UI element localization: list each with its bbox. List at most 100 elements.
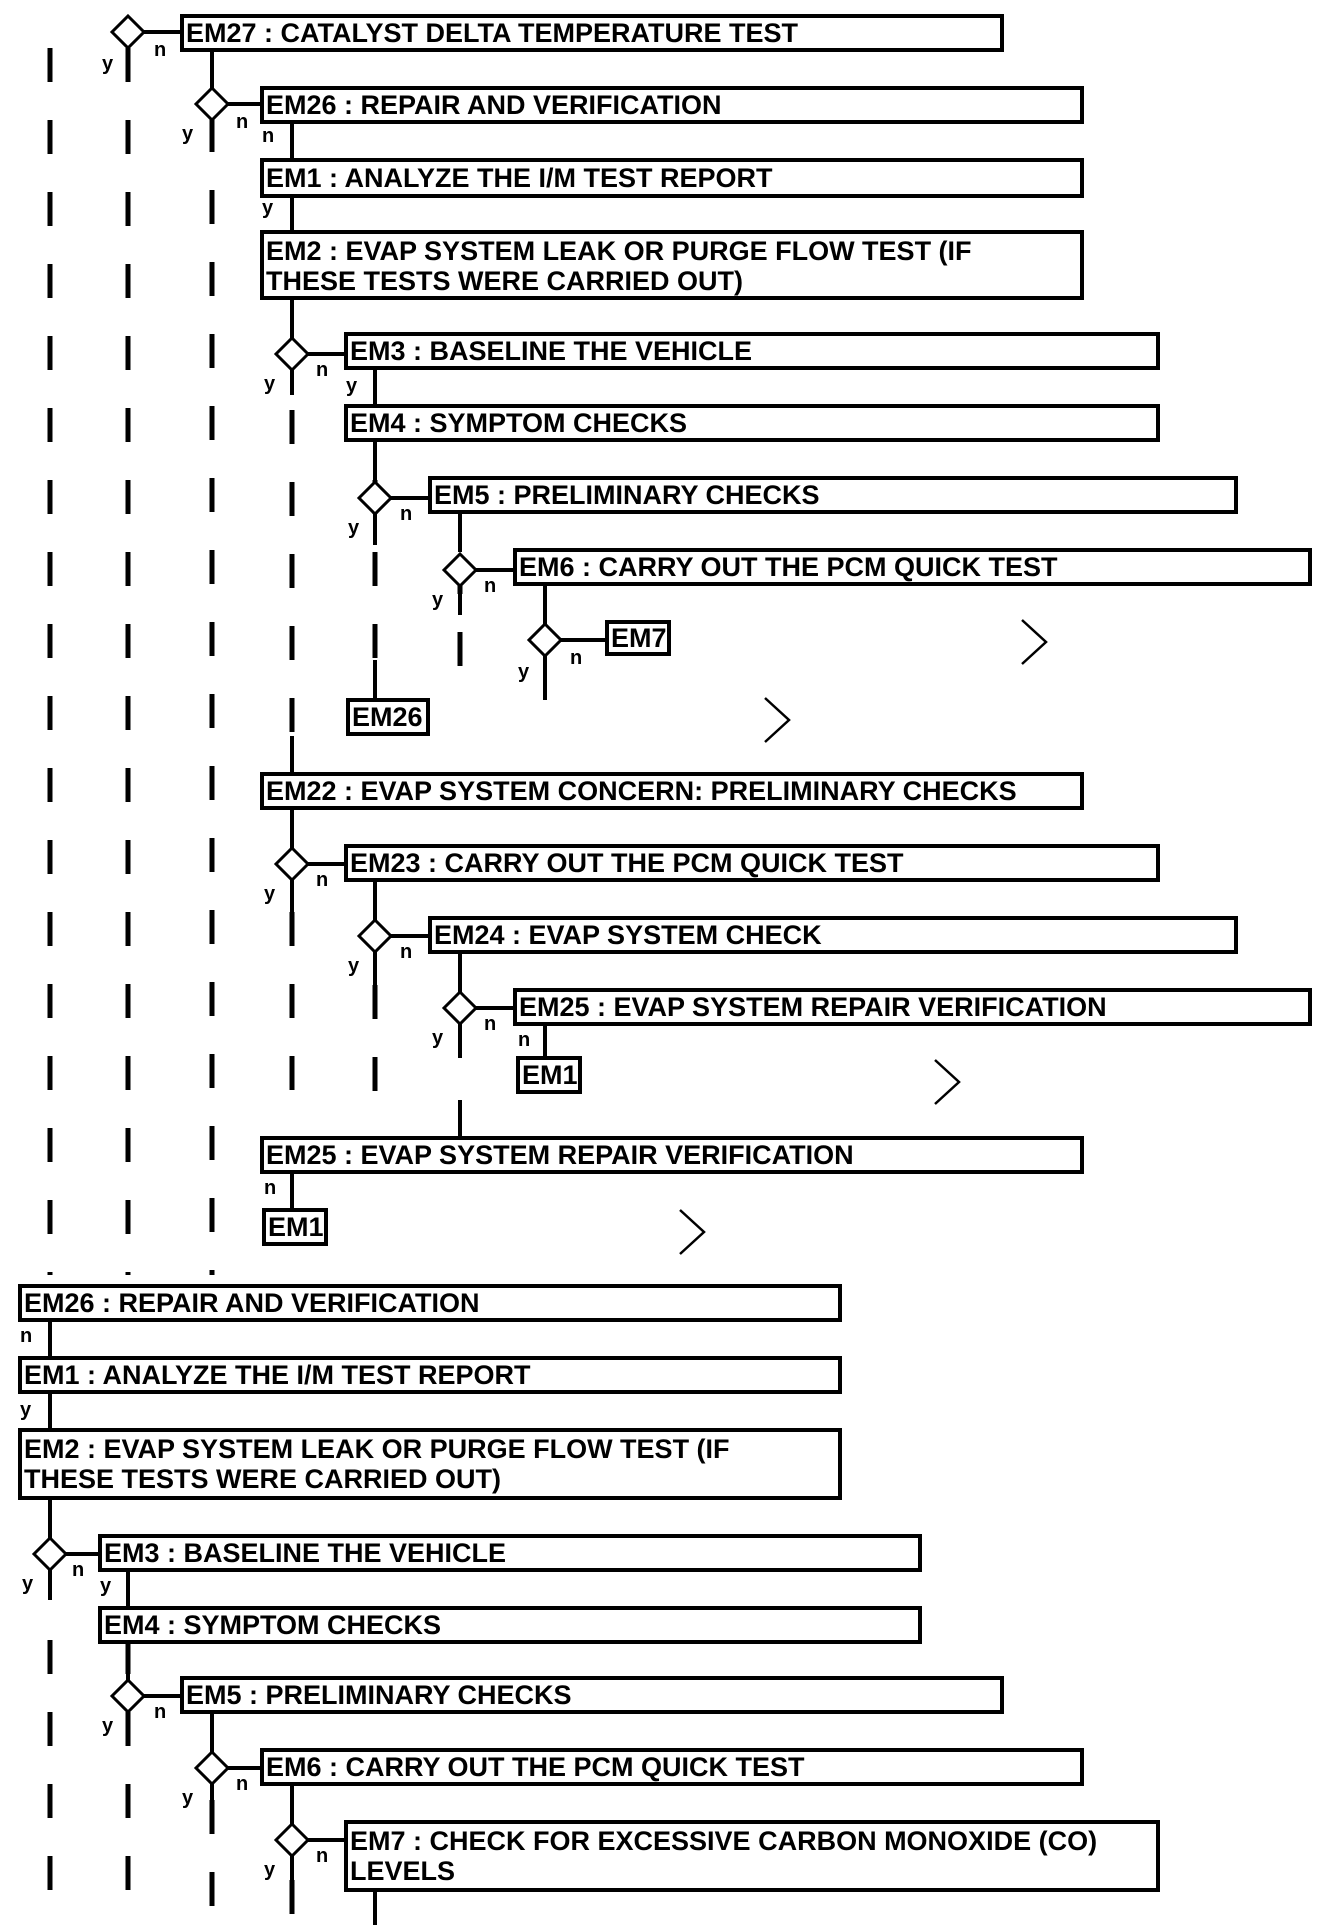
decision-diamond	[526, 621, 564, 659]
ref-em26: EM26	[346, 698, 430, 736]
branch-yes-label: y	[518, 661, 530, 683]
step-em2: EM2 : EVAP SYSTEM LEAK OR PURGE FLOW TES…	[260, 230, 1084, 300]
continuation-markers	[679, 619, 1048, 1255]
step-em3: EM3 : BASELINE THE VEHICLE	[344, 332, 1160, 370]
branch-yes-label: y	[432, 589, 444, 611]
step-em22: EM22 : EVAP SYSTEM CONCERN: PRELIMINARY …	[260, 772, 1084, 810]
branch-no-label: n	[264, 1177, 276, 1199]
decision-diamond	[193, 85, 231, 123]
branch-yes-label: y	[264, 373, 276, 395]
branch-yes-label: y	[102, 1715, 114, 1737]
step-em24: EM24 : EVAP SYSTEM CHECK	[428, 916, 1238, 954]
step-em6: EM6 : CARRY OUT THE PCM QUICK TEST	[513, 548, 1312, 586]
branch-yes-label: y	[182, 123, 194, 145]
branch-no-label: n	[20, 1325, 32, 1347]
chevron-right-icon	[934, 1059, 961, 1105]
decision-diamond	[109, 13, 147, 51]
step-em26: EM26 : REPAIR AND VERIFICATION	[260, 86, 1084, 124]
branch-yes-label: y	[346, 375, 358, 397]
step-label: EM26	[352, 702, 423, 732]
decision-diamond	[193, 1749, 231, 1787]
step-em5: EM5 : PRELIMINARY CHECKS	[428, 476, 1238, 514]
branch-no-label: n	[518, 1029, 530, 1051]
branch-no-label: n	[154, 1701, 166, 1723]
step-em7-second: EM7 : CHECK FOR EXCESSIVE CARBON MONOXID…	[344, 1820, 1160, 1892]
step-label: EM1 : ANALYZE THE I/M TEST REPORT	[24, 1360, 531, 1390]
decision-diamonds	[31, 13, 564, 1859]
step-label: EM7	[611, 623, 667, 653]
branch-yes-label: y	[348, 955, 360, 977]
branch-yes-label: y	[348, 517, 360, 539]
chevron-right-icon	[679, 1209, 706, 1255]
step-label: EM1 : ANALYZE THE I/M TEST REPORT	[266, 163, 773, 193]
step-em3-second: EM3 : BASELINE THE VEHICLE	[98, 1534, 922, 1572]
step-label: EM25 : EVAP SYSTEM REPAIR VERIFICATION	[266, 1140, 854, 1170]
step-label: THESE TESTS WERE CARRIED OUT)	[266, 266, 743, 296]
step-em1: EM1 : ANALYZE THE I/M TEST REPORT	[260, 158, 1084, 198]
step-label: EM5 : PRELIMINARY CHECKS	[434, 480, 820, 510]
branch-no-label: n	[262, 125, 274, 147]
step-em25-second: EM25 : EVAP SYSTEM REPAIR VERIFICATION	[260, 1136, 1084, 1174]
branch-no-label: n	[236, 111, 248, 133]
step-label: EM7 : CHECK FOR EXCESSIVE CARBON MONOXID…	[350, 1826, 1097, 1856]
ref-em1-second: EM1	[262, 1208, 328, 1246]
decision-diamond	[273, 335, 311, 373]
step-label: EM4 : SYMPTOM CHECKS	[350, 408, 687, 438]
step-label: EM23 : CARRY OUT THE PCM QUICK TEST	[350, 848, 904, 878]
decision-diamond	[441, 551, 479, 589]
step-label: EM1	[268, 1212, 324, 1242]
step-label: EM2 : EVAP SYSTEM LEAK OR PURGE FLOW TES…	[266, 236, 972, 266]
branch-yes-label: y	[22, 1573, 34, 1595]
branch-yes-label: y	[264, 1859, 276, 1881]
step-label: EM22 : EVAP SYSTEM CONCERN: PRELIMINARY …	[266, 776, 1017, 806]
decision-diamond	[441, 989, 479, 1027]
chevron-right-icon	[1021, 619, 1048, 665]
step-em25: EM25 : EVAP SYSTEM REPAIR VERIFICATION	[513, 988, 1312, 1026]
decision-diamond	[31, 1535, 69, 1573]
branch-no-label: n	[570, 647, 582, 669]
step-em6-second: EM6 : CARRY OUT THE PCM QUICK TEST	[260, 1748, 1084, 1786]
branch-no-label: n	[400, 941, 412, 963]
decision-diamond	[356, 917, 394, 955]
step-em5-second: EM5 : PRELIMINARY CHECKS	[180, 1676, 1004, 1714]
decision-diamond	[273, 1821, 311, 1859]
branch-no-label: n	[484, 575, 496, 597]
step-label: EM27 : CATALYST DELTA TEMPERATURE TEST	[186, 18, 799, 48]
decision-diamond	[273, 845, 311, 883]
step-label: EM26 : REPAIR AND VERIFICATION	[24, 1288, 480, 1318]
step-em4: EM4 : SYMPTOM CHECKS	[344, 404, 1160, 442]
branch-yes-label: y	[100, 1575, 112, 1597]
branch-yes-label: y	[102, 53, 114, 75]
step-label: EM24 : EVAP SYSTEM CHECK	[434, 920, 822, 950]
branch-no-label: n	[484, 1013, 496, 1035]
branch-no-label: n	[154, 39, 166, 61]
branch-no-label: n	[316, 1845, 328, 1867]
step-em27: EM27 : CATALYST DELTA TEMPERATURE TEST	[180, 14, 1004, 52]
step-label: EM4 : SYMPTOM CHECKS	[104, 1610, 441, 1640]
connectors	[48, 30, 607, 1925]
dashed-guides	[47, 48, 463, 1925]
step-em1-second: EM1 : ANALYZE THE I/M TEST REPORT	[18, 1356, 842, 1394]
ref-em7: EM7	[605, 620, 671, 656]
ref-em1: EM1	[516, 1056, 582, 1094]
step-label: EM3 : BASELINE THE VEHICLE	[350, 336, 752, 366]
branch-labels: y n y n n y y n y y n y n y n y n y n y …	[20, 39, 582, 1881]
step-em26-second: EM26 : REPAIR AND VERIFICATION	[18, 1284, 842, 1322]
branch-no-label: n	[72, 1559, 84, 1581]
branch-no-label: n	[236, 1773, 248, 1795]
branch-no-label: n	[316, 869, 328, 891]
step-em2-second: EM2 : EVAP SYSTEM LEAK OR PURGE FLOW TES…	[18, 1428, 842, 1500]
branch-yes-label: y	[432, 1027, 444, 1049]
step-label: EM6 : CARRY OUT THE PCM QUICK TEST	[266, 1752, 805, 1782]
branch-yes-label: y	[20, 1399, 32, 1421]
step-label: EM6 : CARRY OUT THE PCM QUICK TEST	[519, 552, 1058, 582]
step-label: LEVELS	[350, 1856, 455, 1886]
decision-diamond	[356, 479, 394, 517]
step-label: EM25 : EVAP SYSTEM REPAIR VERIFICATION	[519, 992, 1107, 1022]
step-label: THESE TESTS WERE CARRIED OUT)	[24, 1464, 501, 1494]
step-label: EM1	[522, 1060, 578, 1090]
step-label: EM2 : EVAP SYSTEM LEAK OR PURGE FLOW TES…	[24, 1434, 730, 1464]
branch-yes-label: y	[264, 883, 276, 905]
step-label: EM5 : PRELIMINARY CHECKS	[186, 1680, 572, 1710]
step-label: EM3 : BASELINE THE VEHICLE	[104, 1538, 506, 1568]
